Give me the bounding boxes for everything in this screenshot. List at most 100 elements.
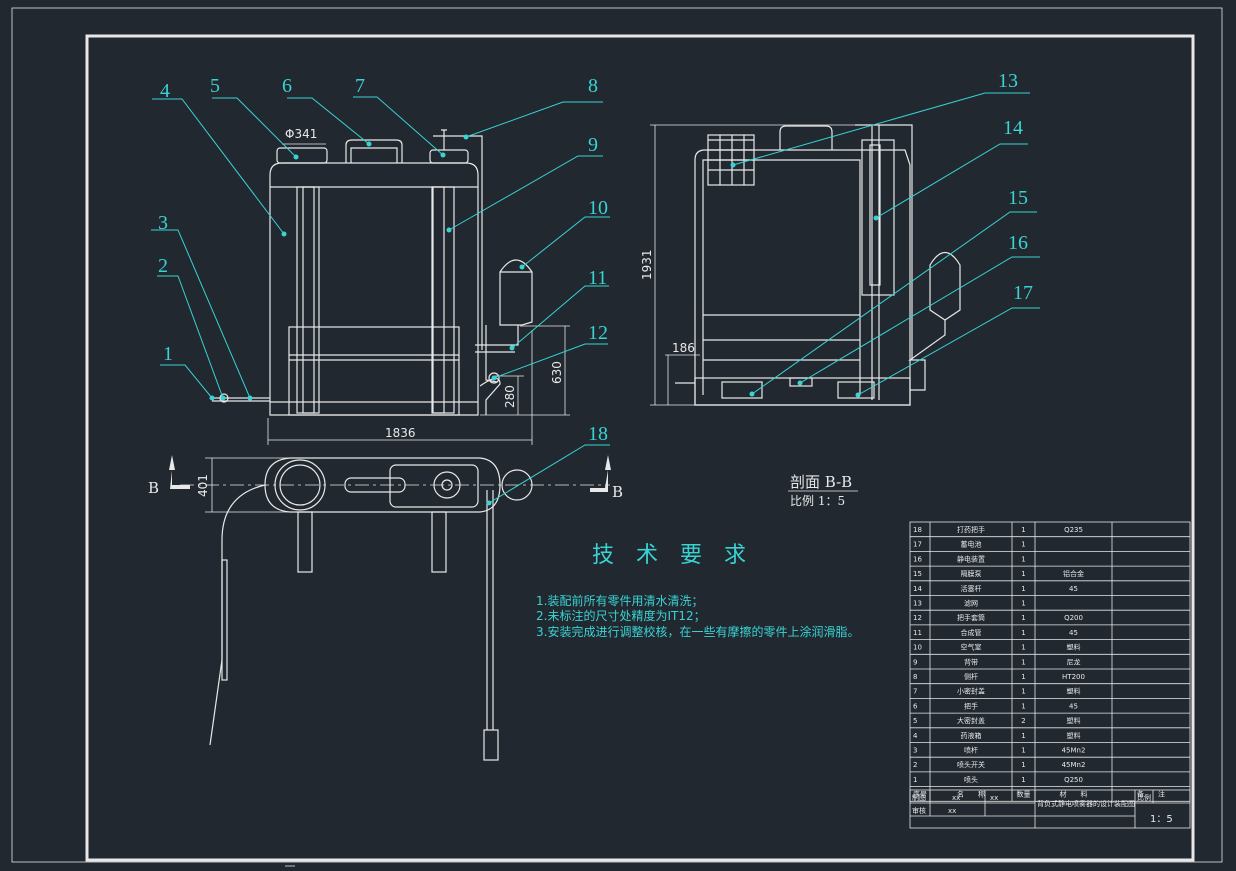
svg-text:13: 13: [998, 70, 1018, 92]
svg-text:9: 9: [588, 134, 598, 156]
svg-text:16: 16: [1008, 232, 1028, 254]
callout-13: 13: [730, 70, 1030, 168]
table-cell-no: 1: [913, 776, 917, 784]
table-cell-name: 大密封盖: [957, 716, 985, 725]
tech-item-2: 2.未标注的尺寸处精度为IT12；: [536, 608, 706, 623]
tech-title: 技术要求: [592, 543, 768, 568]
view-marker-left: B: [148, 479, 159, 497]
table-cell-qty: 2: [1021, 717, 1025, 725]
table-border: [909, 521, 1191, 802]
table-cell-qty: 1: [1021, 702, 1025, 710]
table-cell-material: 尼龙: [1067, 657, 1081, 666]
table-cell-qty: 1: [1021, 688, 1025, 696]
dim-630: 630: [550, 361, 564, 384]
table-cell-no: 11: [913, 629, 922, 637]
callout-3: 3: [151, 212, 253, 401]
table-cell-no: 3: [913, 747, 917, 755]
table-cell-no: 10: [913, 644, 922, 652]
tech-item-1: 1.装配前所有零件用清水清洗；: [536, 593, 703, 608]
drawn-date: xx: [990, 794, 998, 802]
table-cell-qty: 1: [1021, 629, 1025, 637]
table-cell-name: 侧杆: [964, 672, 978, 681]
table-cell-qty: 1: [1021, 614, 1025, 622]
callout-6: 6: [282, 75, 372, 147]
table-cell-name: 合成管: [961, 628, 982, 637]
table-cell-qty: 1: [1021, 747, 1025, 755]
dim-401: 401: [196, 474, 210, 497]
table-cell-name: 打药把手: [957, 525, 985, 534]
table-cell-material: 45Mn2: [1062, 747, 1086, 755]
table-cell-qty: 1: [1021, 776, 1025, 784]
svg-text:18: 18: [588, 423, 608, 445]
table-header-qty: 数量: [1017, 790, 1031, 799]
top-view: 401 B B: [148, 455, 623, 761]
table-cell-no: 13: [913, 600, 922, 608]
table-header-no: 序号: [913, 790, 927, 799]
table-cell-no: 16: [913, 555, 922, 563]
drawn-by: xx: [952, 794, 960, 802]
svg-text:14: 14: [1003, 117, 1023, 139]
table-cell-qty: 1: [1021, 555, 1025, 563]
section-arrow-left-icon: [169, 455, 190, 489]
tech-item-3: 3.安装完成进行调整校核，在一些有摩擦的零件上涂润滑脂。: [536, 624, 859, 639]
table-cell-material: 塑料: [1067, 687, 1081, 696]
table-cell-name: 小密封盖: [957, 687, 985, 696]
dim-width: 1836: [385, 426, 416, 440]
outer-frame: [11, 7, 1223, 863]
drawn-label: 制图: [912, 793, 926, 802]
table-cell-name: 蓄电池: [961, 540, 982, 549]
table-cell-qty: 1: [1021, 732, 1025, 740]
table-cell-qty: 1: [1021, 585, 1025, 593]
svg-text:10: 10: [588, 197, 608, 219]
table-cell-no: 7: [913, 688, 917, 696]
table-cell-no: 15: [913, 570, 922, 578]
table-cell-name: 喷杆: [964, 746, 978, 755]
table-cell-material: 45: [1069, 629, 1078, 637]
svg-text:1: 1: [163, 343, 173, 365]
table-cell-material: Q235: [1064, 526, 1083, 534]
svg-text:15: 15: [1008, 187, 1028, 209]
table-cell-no: 17: [913, 541, 922, 549]
table-cell-material: 塑料: [1067, 643, 1081, 652]
table-header-name: 名 称: [957, 790, 985, 799]
svg-text:8: 8: [588, 75, 598, 97]
section-title: 剖面 B-B: [790, 473, 852, 491]
callouts: 1 2 3 4 5 6 7 8 9 10 11 12 13 14 15 16 1…: [151, 70, 1040, 506]
table-cell-name: 把手: [964, 701, 978, 710]
table-header-note: 备 注: [1137, 790, 1165, 799]
front-view: [212, 129, 533, 416]
front-dimensions: Φ341 1836 630 280: [267, 127, 570, 445]
svg-text:17: 17: [1013, 282, 1033, 304]
table-cell-material: Q200: [1064, 614, 1083, 622]
callout-7: 7: [353, 75, 446, 158]
drawing-scale: 1：5: [1150, 814, 1173, 825]
table-header-material: 材 料: [1060, 790, 1088, 799]
table-cell-no: 9: [913, 658, 917, 666]
table-cell-material: 塑料: [1067, 731, 1081, 740]
title-block: 制图 xx xx 审核 xx 背负式静电喷雾器的设计装配图 比例 1：5: [909, 789, 1191, 829]
callout-12: 12: [491, 322, 608, 381]
table-cell-material: 45: [1069, 585, 1078, 593]
svg-text:2: 2: [158, 255, 168, 277]
table-cell-material: 45: [1069, 702, 1078, 710]
table-cell-material: 铝合金: [1063, 569, 1084, 578]
callout-4: 4: [152, 80, 287, 237]
checked-label: 审核: [912, 806, 926, 815]
callout-2: 2: [157, 255, 226, 401]
table-cell-material: 塑料: [1067, 716, 1081, 725]
table-cell-name: 背带: [964, 657, 978, 666]
table-cell-qty: 1: [1021, 570, 1025, 578]
technical-requirements: 技术要求 1.装配前所有零件用清水清洗； 2.未标注的尺寸处精度为IT12； 3…: [536, 543, 859, 639]
table-cell-no: 5: [913, 717, 917, 725]
callout-15: 15: [749, 187, 1037, 397]
callout-14: 14: [873, 117, 1028, 221]
table-cell-no: 14: [913, 585, 922, 593]
dim-280: 280: [503, 385, 517, 408]
table-cell-qty: 1: [1021, 644, 1025, 652]
callout-10: 10: [519, 197, 610, 270]
section-arrow-right-icon: [590, 455, 611, 492]
dim-1931: 1931: [640, 249, 654, 280]
table-cell-name: 喷头: [964, 775, 978, 784]
